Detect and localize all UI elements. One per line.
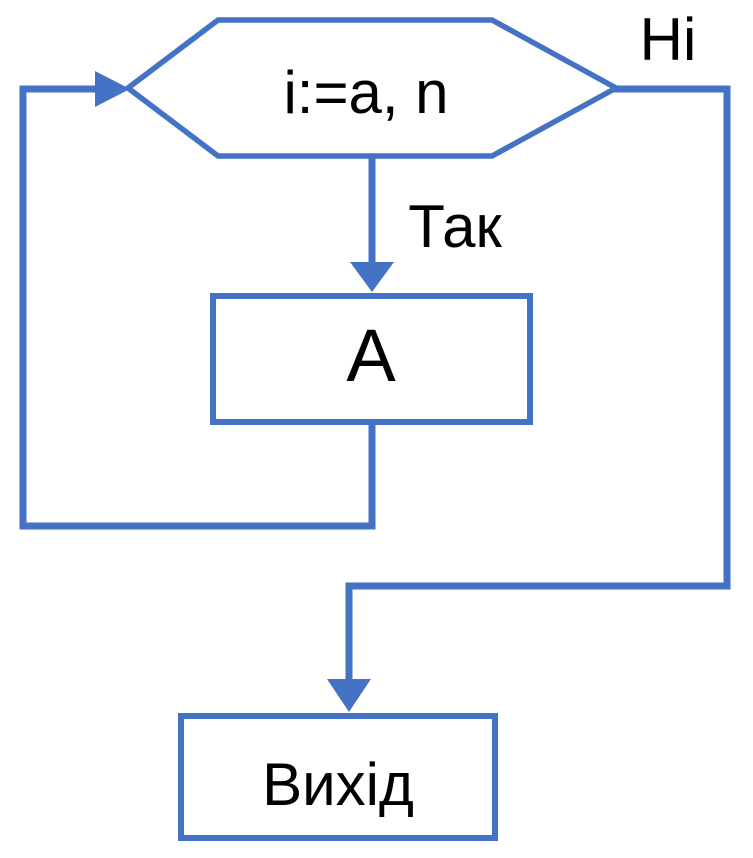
process-node-rect bbox=[210, 293, 533, 425]
exit-node: Вихід bbox=[178, 713, 498, 841]
no-branch-connector bbox=[327, 85, 731, 712]
process-node-label: A bbox=[346, 314, 396, 397]
loop-node-label: i:=a, n bbox=[283, 59, 448, 126]
loop-back-line bbox=[19, 85, 376, 530]
loop-back-arrowhead-icon bbox=[95, 71, 130, 107]
yes-branch-arrowhead-icon bbox=[350, 262, 394, 292]
no-edge-label: Ні bbox=[640, 6, 697, 73]
no-branch-line bbox=[345, 85, 731, 681]
loop-node: i:=a, n bbox=[123, 17, 622, 159]
no-branch-arrowhead-icon bbox=[327, 679, 371, 712]
process-node: A bbox=[210, 293, 533, 425]
loop-back-connector bbox=[19, 71, 376, 530]
yes-edge-label: Так bbox=[408, 193, 502, 260]
loop-node-hexagon bbox=[123, 17, 622, 159]
yes-branch-connector bbox=[350, 157, 394, 292]
exit-node-rect bbox=[178, 713, 498, 841]
exit-node-label: Вихід bbox=[262, 751, 414, 818]
